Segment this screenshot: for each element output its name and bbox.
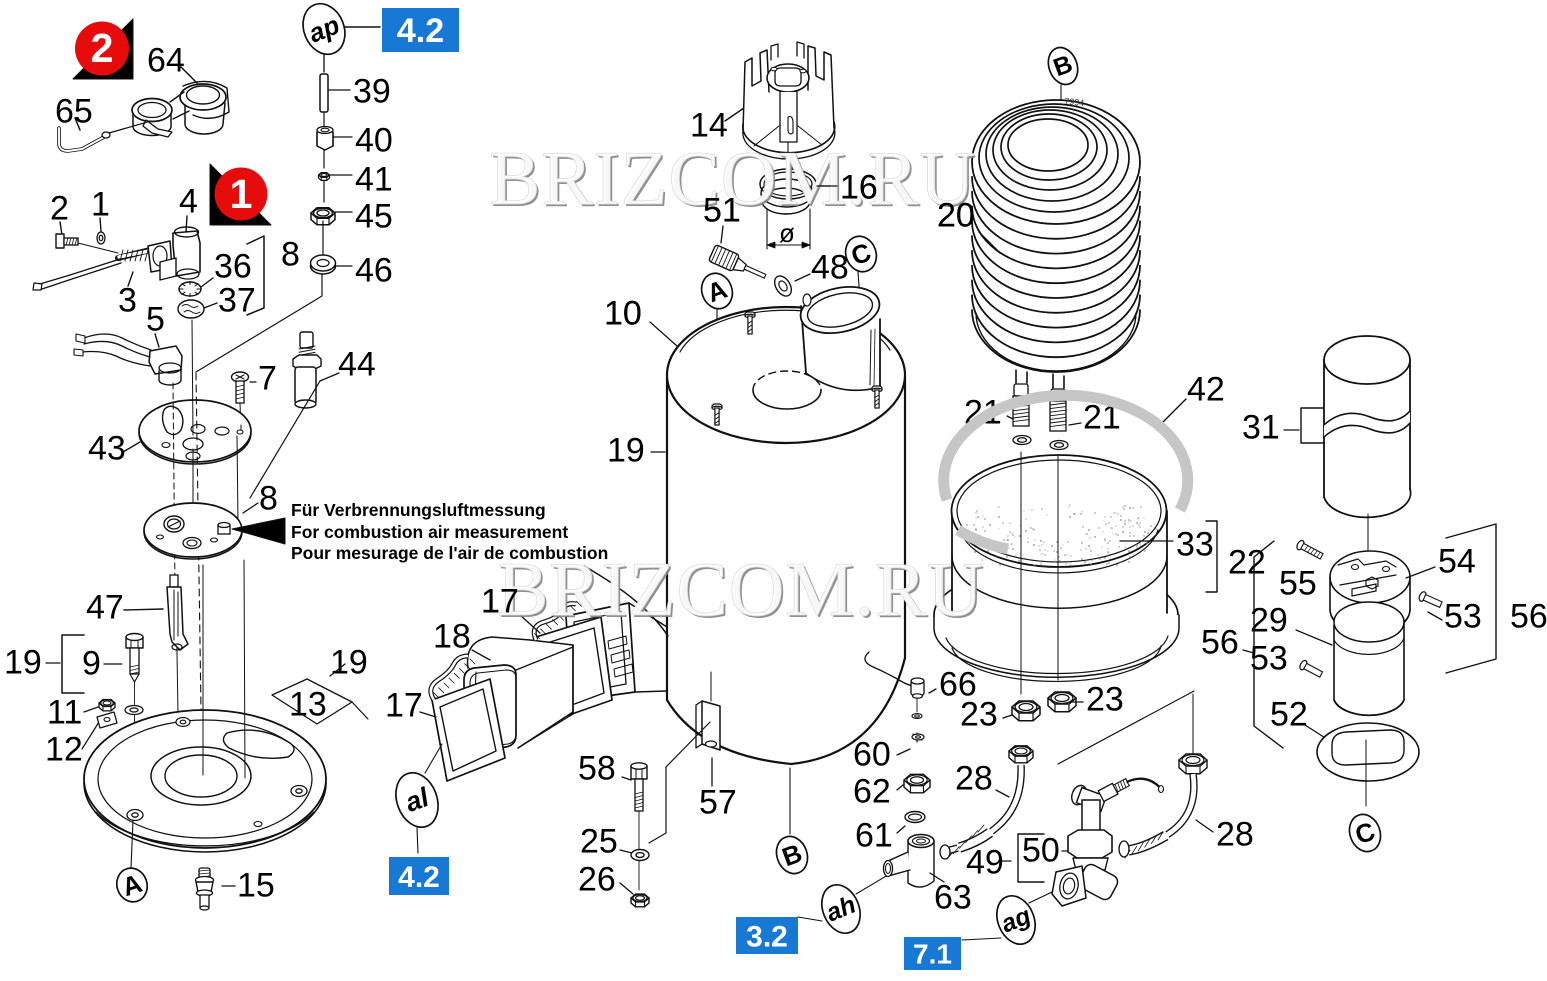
svg-text:51: 51 (703, 191, 741, 229)
svg-text:29: 29 (1250, 601, 1288, 639)
svg-text:7.1: 7.1 (913, 939, 952, 970)
svg-text:42: 42 (1187, 370, 1225, 408)
svg-text:62: 62 (853, 772, 891, 810)
svg-text:3: 3 (118, 281, 137, 319)
svg-text:36: 36 (214, 247, 252, 285)
svg-text:4: 4 (179, 182, 198, 220)
svg-text:3.2: 3.2 (746, 920, 788, 953)
svg-text:10: 10 (604, 294, 642, 332)
svg-text:19: 19 (330, 643, 368, 681)
svg-text:7994: 7994 (1064, 96, 1085, 108)
svg-text:For combustion air measurement: For combustion air measurement (291, 522, 568, 542)
svg-text:11: 11 (47, 693, 82, 731)
svg-text:Für Verbrennungsluftmessung: Für Verbrennungsluftmessung (291, 500, 546, 520)
svg-text:16: 16 (840, 168, 878, 206)
svg-text:23: 23 (960, 695, 998, 733)
svg-text:14: 14 (690, 106, 728, 144)
svg-text:31: 31 (1242, 408, 1280, 446)
svg-text:17: 17 (481, 582, 519, 620)
svg-text:65: 65 (55, 92, 93, 130)
svg-text:18: 18 (433, 617, 471, 655)
svg-text:ø: ø (779, 218, 795, 248)
svg-text:20: 20 (937, 196, 975, 234)
svg-text:BRIZCOM.RU: BRIZCOM.RU (497, 546, 984, 632)
svg-text:12: 12 (45, 730, 83, 768)
svg-text:66: 66 (939, 665, 977, 703)
svg-text:44: 44 (338, 345, 376, 383)
svg-text:37: 37 (218, 281, 256, 319)
svg-text:23: 23 (1086, 680, 1124, 718)
svg-text:60: 60 (853, 735, 891, 773)
svg-text:52: 52 (1270, 695, 1308, 733)
svg-text:41: 41 (355, 160, 393, 198)
svg-text:45: 45 (355, 197, 393, 235)
svg-text:55: 55 (1279, 564, 1317, 602)
svg-text:BRIZCOM.RU: BRIZCOM.RU (489, 135, 976, 221)
svg-text:2: 2 (50, 189, 69, 227)
svg-text:47: 47 (86, 588, 124, 626)
svg-text:25: 25 (580, 822, 618, 860)
svg-text:63: 63 (934, 878, 972, 916)
svg-text:61: 61 (855, 816, 893, 854)
svg-text:15: 15 (237, 866, 275, 904)
svg-text:26: 26 (578, 860, 616, 898)
svg-text:17: 17 (385, 686, 423, 724)
svg-text:4.2: 4.2 (398, 861, 440, 894)
svg-text:64: 64 (147, 41, 185, 79)
svg-text:19: 19 (4, 643, 42, 681)
svg-text:53: 53 (1250, 639, 1288, 677)
svg-text:9: 9 (82, 644, 101, 682)
svg-text:1: 1 (91, 185, 110, 223)
svg-text:17: 17 (481, 582, 519, 620)
svg-text:28: 28 (1216, 815, 1254, 853)
svg-text:13: 13 (289, 685, 327, 723)
svg-text:43: 43 (88, 429, 126, 467)
svg-text:19: 19 (607, 431, 645, 469)
svg-text:8: 8 (259, 479, 278, 517)
svg-text:49: 49 (966, 843, 1004, 881)
svg-text:51: 51 (703, 191, 741, 229)
svg-text:46: 46 (355, 251, 393, 289)
svg-text:57: 57 (699, 783, 737, 821)
svg-text:BRIZCOM.RU: BRIZCOM.RU (499, 548, 986, 634)
svg-text:58: 58 (578, 749, 616, 787)
svg-text:33: 33 (1176, 525, 1214, 563)
svg-text:4.2: 4.2 (397, 12, 444, 50)
svg-text:7: 7 (258, 359, 277, 397)
svg-text:22: 22 (1228, 543, 1266, 581)
svg-text:50: 50 (1022, 831, 1060, 869)
svg-text:Pour mesurage de l'air de comb: Pour mesurage de l'air de combustion (291, 543, 608, 563)
svg-text:20: 20 (937, 196, 975, 234)
svg-text:8: 8 (281, 235, 300, 273)
svg-text:53: 53 (1444, 597, 1482, 635)
svg-text:56: 56 (1201, 623, 1239, 661)
svg-text:40: 40 (355, 121, 393, 159)
svg-text:39: 39 (353, 72, 391, 110)
svg-text:28: 28 (955, 759, 993, 797)
svg-text:5: 5 (146, 300, 165, 338)
svg-text:56: 56 (1510, 597, 1547, 635)
svg-text:10: 10 (604, 294, 642, 332)
svg-text:54: 54 (1438, 542, 1476, 580)
svg-text:2: 2 (91, 25, 114, 71)
svg-text:16: 16 (840, 168, 878, 206)
svg-text:1: 1 (230, 171, 253, 217)
svg-text:BRIZCOM.RU: BRIZCOM.RU (491, 137, 978, 223)
svg-text:48: 48 (811, 248, 849, 286)
